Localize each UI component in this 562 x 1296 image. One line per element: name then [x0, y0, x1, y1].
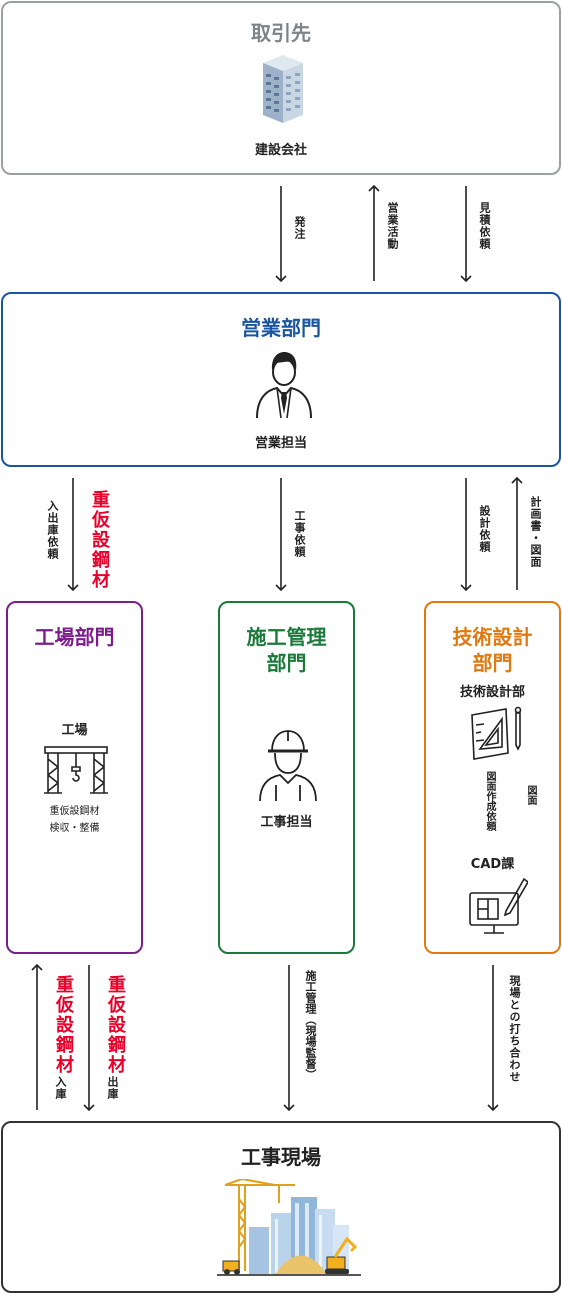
tech-title-line1: 技術設計 [452, 625, 533, 649]
label-site-supervision: 施工管理（現場監督） [304, 970, 317, 1080]
construction-label: 工事担当 [260, 815, 313, 830]
factory-desc-line2: 検収・整備 [49, 823, 100, 834]
label-work-request: 工事依頼 [293, 510, 306, 558]
cad-monitor-icon [469, 877, 528, 934]
factory-label: 工場 [61, 723, 88, 738]
label-site-meeting: 現場との打ち合わせ [508, 975, 521, 1083]
sales-title: 営業部門 [241, 316, 321, 340]
sales-box: 営業部門 営業担当 [1, 292, 561, 467]
label-in-storage: 入庫 [54, 1076, 67, 1100]
label-steel-material: 重仮設鋼材 [89, 490, 110, 590]
tech-box: 技術設計 部門 技術設計部 図面作成依頼 図面 CAD課 [424, 601, 561, 954]
label-order: 発注 [293, 216, 306, 240]
factory-desc-line1: 重仮設鋼材 [49, 806, 100, 817]
label-sales-activity: 営業活動 [386, 202, 399, 250]
gantry-crane-icon [44, 746, 108, 794]
construction-title-line2: 部門 [266, 651, 307, 675]
client-box: 取引先 建設会社 [1, 1, 561, 175]
label-design-request: 設計依頼 [478, 505, 491, 553]
label-drawing: 図面 [525, 785, 536, 805]
site-title: 工事現場 [241, 1145, 321, 1169]
label-estimate-request: 見積依頼 [478, 202, 491, 250]
office-building-icon [263, 55, 303, 123]
construction-site-icon [217, 1179, 361, 1276]
label-drawing-request: 図面作成依頼 [484, 771, 495, 831]
client-title: 取引先 [251, 21, 311, 45]
factory-box: 工場部門 工場 重仮設鋼材 検収・整備 [6, 601, 143, 954]
tech-dept-label: 技術設計部 [459, 685, 525, 700]
label-material-out: 重仮設鋼材 [105, 975, 126, 1075]
tech-title-line2: 部門 [472, 651, 513, 675]
label-out-storage: 出庫 [106, 1076, 119, 1100]
hardhat-worker-icon [259, 730, 317, 802]
sales-label: 営業担当 [254, 436, 307, 451]
businessman-icon [256, 352, 312, 419]
site-box: 工事現場 [1, 1121, 561, 1293]
construction-box: 施工管理 部門 工事担当 [218, 601, 355, 954]
tech-cad-label: CAD課 [470, 857, 515, 872]
label-plan-drawing: 計画書・図面 [529, 496, 542, 568]
client-label: 建設会社 [254, 143, 307, 158]
label-inout-request: 入出庫依頼 [46, 500, 59, 560]
factory-title: 工場部門 [34, 625, 115, 649]
drafting-tools-icon [471, 706, 522, 760]
construction-title-line1: 施工管理 [246, 625, 327, 649]
label-material-in: 重仮設鋼材 [53, 975, 74, 1075]
